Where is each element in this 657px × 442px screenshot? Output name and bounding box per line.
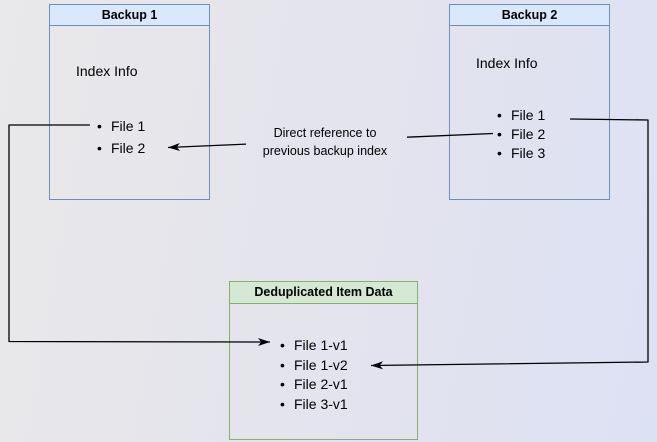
dedup-header: Deduplicated Item Data: [230, 282, 417, 304]
backup2-box: Backup 2 Index Info File 1File 2File 3: [449, 4, 610, 200]
file-list-item: File 1-v1: [280, 336, 348, 356]
backup2-file-list: File 1File 2File 3: [497, 106, 545, 163]
backup2-title: Backup 2: [501, 8, 558, 22]
annotation-line2: previous backup index: [262, 144, 388, 158]
backup1-index-info-label: Index Info: [76, 63, 138, 79]
file-list-item: File 3-v1: [280, 395, 348, 415]
dedup-item-list: File 1-v1File 1-v2File 2-v1File 3-v1: [280, 336, 348, 414]
backup1-header: Backup 1: [50, 5, 209, 26]
file-list-item: File 3: [497, 144, 545, 163]
dedup-box: Deduplicated Item Data File 1-v1File 1-v…: [229, 281, 418, 440]
backup1-title: Backup 1: [101, 8, 158, 22]
file-list-item: File 2: [97, 137, 145, 159]
dedup-title: Deduplicated Item Data: [254, 285, 393, 299]
file-list-item: File 1: [97, 115, 145, 137]
file-list-item: File 2-v1: [280, 375, 348, 395]
file-list-item: File 1: [497, 106, 545, 125]
annotation-line1: Direct reference to: [273, 126, 377, 140]
file-list-item: File 1-v2: [280, 356, 348, 376]
backup1-file-list: File 1File 2: [97, 115, 145, 159]
backup2-header: Backup 2: [450, 5, 609, 26]
backup1-box: Backup 1 Index Info File 1File 2: [49, 4, 210, 200]
annotation-label: Direct reference to previous backup inde…: [246, 124, 404, 160]
file-list-item: File 2: [497, 125, 545, 144]
backup2-index-info-label: Index Info: [476, 55, 538, 71]
